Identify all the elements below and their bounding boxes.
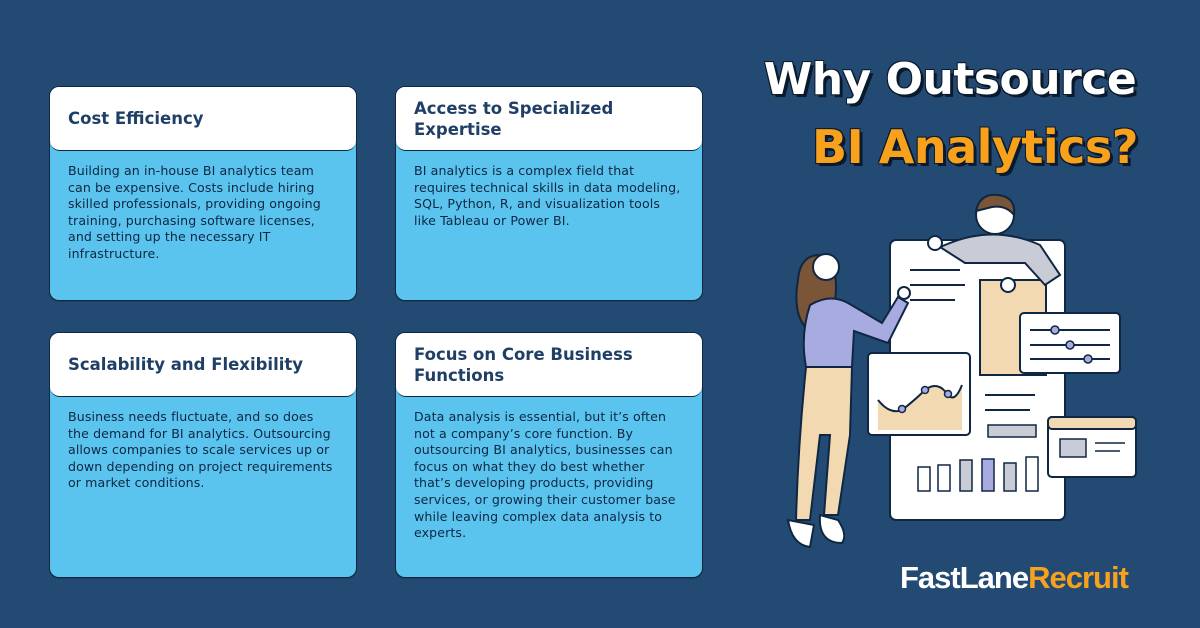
card-specialized-expertise: Access to Specialized Expertise BI analy… [395,86,703,301]
brand-logo: FastLaneRecruit [900,560,1129,596]
headline-line-2: BI Analytics? [812,120,1138,174]
people-analyzing-dashboard-illustration [786,193,1137,549]
card-body: Building an in-house BI analytics team c… [68,163,321,261]
card-title: Cost Efficiency [68,109,204,128]
card-title: Access to Specialized Expertise [414,98,614,139]
card-body: Data analysis is essential, but it’s oft… [414,409,676,541]
card-header: Focus on Core Business Functions [396,333,702,397]
brand-logo-part1: FastLane [900,560,1029,595]
card-header: Cost Efficiency [50,87,356,151]
card-scalability: Scalability and Flexibility Business nee… [49,332,357,578]
card-body: BI analytics is a complex field that req… [414,163,681,228]
card-title: Scalability and Flexibility [68,355,304,374]
card-header: Access to Specialized Expertise [396,87,702,151]
headline-line-1: Why Outsource [763,54,1137,105]
brand-logo-part2: Recruit [1028,560,1129,595]
card-title: Focus on Core Business Functions [414,344,633,385]
card-header: Scalability and Flexibility [50,333,356,397]
card-body: Business needs fluctuate, and so does th… [68,409,333,491]
card-cost-efficiency: Cost Efficiency Building an in-house BI … [49,86,357,301]
card-core-business: Focus on Core Business Functions Data an… [395,332,703,578]
